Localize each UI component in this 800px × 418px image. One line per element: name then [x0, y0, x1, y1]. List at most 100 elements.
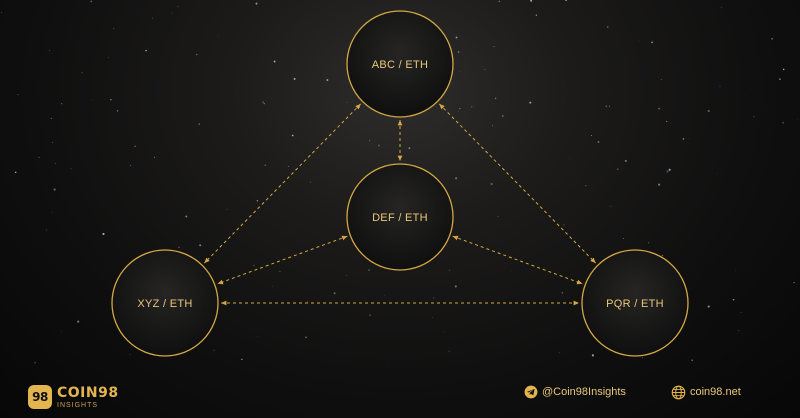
star [529, 101, 532, 104]
star [691, 359, 693, 361]
star [458, 111, 459, 113]
nodes: ABC / ETH DEF / ETH XYZ / ETH PQR / ETH [111, 10, 689, 357]
star [605, 105, 608, 108]
star [494, 97, 497, 99]
star [52, 142, 54, 143]
star [492, 125, 494, 127]
node-circle-xyz [111, 249, 219, 357]
star [256, 200, 259, 202]
star [782, 121, 785, 124]
star [244, 244, 245, 245]
node-circle-pqr [581, 249, 689, 357]
star [535, 14, 538, 16]
star [782, 68, 785, 71]
brand-name: COIN98 [57, 384, 119, 401]
star [51, 211, 53, 213]
star [597, 140, 600, 143]
star [753, 116, 755, 118]
star [213, 349, 215, 351]
star [460, 71, 461, 72]
star [264, 164, 266, 166]
star [455, 36, 458, 39]
brand-text: COIN98 INSIGHTS [57, 386, 119, 409]
star [49, 50, 51, 51]
star [651, 41, 654, 44]
star [154, 156, 155, 158]
star [561, 291, 564, 294]
star [666, 170, 669, 173]
star [610, 205, 612, 208]
edge-def-xyz [217, 235, 348, 285]
node-label-abc: ABC / ETH [372, 59, 429, 71]
star [388, 363, 390, 364]
star [50, 117, 52, 119]
coin98-logo-icon: 98 [28, 385, 52, 409]
star [660, 79, 662, 80]
star [658, 107, 660, 110]
star [195, 53, 198, 56]
star [333, 292, 336, 295]
star [90, 0, 93, 3]
node-label-def: DEF / ETH [372, 212, 428, 224]
telegram-link[interactable]: @Coin98Insights [524, 384, 626, 400]
star [256, 336, 258, 337]
star [408, 147, 411, 150]
node-circle-abc [346, 10, 454, 118]
star [130, 165, 132, 167]
star [293, 77, 296, 80]
star [433, 297, 435, 299]
star [448, 350, 450, 352]
star [793, 281, 795, 284]
star [498, 0, 501, 3]
star [502, 115, 504, 117]
star [716, 173, 718, 175]
star [116, 110, 119, 112]
star [779, 78, 781, 81]
star [45, 229, 48, 231]
star [666, 120, 668, 122]
star [569, 158, 571, 159]
star [34, 362, 36, 364]
star [648, 242, 650, 244]
star [558, 352, 560, 354]
star [262, 101, 265, 103]
star [0, 11, 3, 14]
star [199, 244, 202, 247]
star [585, 185, 587, 187]
node-abc-eth: ABC / ETH [346, 10, 454, 118]
star [305, 336, 307, 339]
star [721, 7, 722, 8]
star [623, 238, 624, 239]
star [497, 215, 499, 217]
website-link[interactable]: coin98.net [671, 384, 741, 400]
star [255, 2, 258, 5]
telegram-icon [524, 385, 538, 399]
star [38, 156, 40, 159]
star [102, 232, 105, 236]
star [226, 208, 228, 210]
star [145, 49, 147, 52]
star [253, 264, 255, 267]
edge-abc-pqr [438, 103, 597, 264]
star [369, 140, 371, 142]
star [682, 138, 685, 140]
node-label-xyz: XYZ / ETH [137, 298, 192, 310]
star [638, 40, 639, 42]
star [606, 26, 609, 28]
star [14, 171, 17, 174]
star [288, 165, 289, 167]
star [642, 357, 644, 359]
node-xyz-eth: XYZ / ETH [111, 249, 219, 357]
star [134, 145, 136, 147]
star [661, 254, 664, 257]
star [668, 168, 671, 171]
star [55, 163, 56, 165]
star [457, 51, 460, 53]
star [279, 270, 281, 273]
star [738, 329, 740, 331]
star [129, 354, 131, 356]
star [17, 94, 19, 96]
star [273, 60, 276, 63]
